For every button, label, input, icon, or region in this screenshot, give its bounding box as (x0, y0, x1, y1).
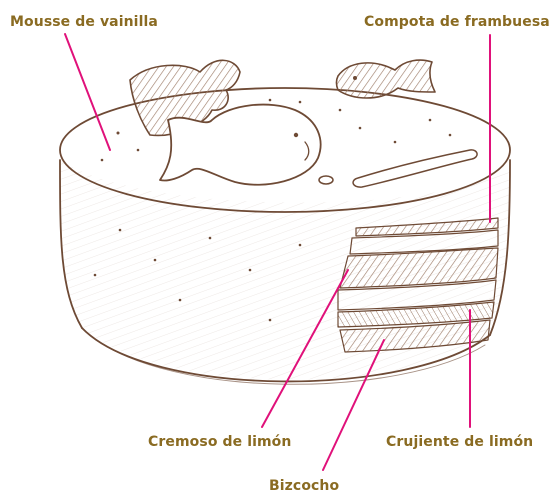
label-bizcocho: Bizcocho (269, 478, 339, 494)
fish-small (337, 60, 436, 98)
label-mousse-de-vainilla: Mousse de vainilla (10, 14, 158, 30)
label-compota-de-frambuesa: Compota de frambuesa (364, 14, 550, 30)
top-bean (319, 176, 333, 184)
top-raspberry-strip (353, 150, 477, 187)
label-cremoso-de-limon: Cremoso de limón (148, 434, 291, 450)
label-crujiente-de-limon: Crujiente de limón (386, 434, 533, 450)
cake-sketch (60, 60, 510, 384)
leader-mousse (65, 34, 110, 150)
